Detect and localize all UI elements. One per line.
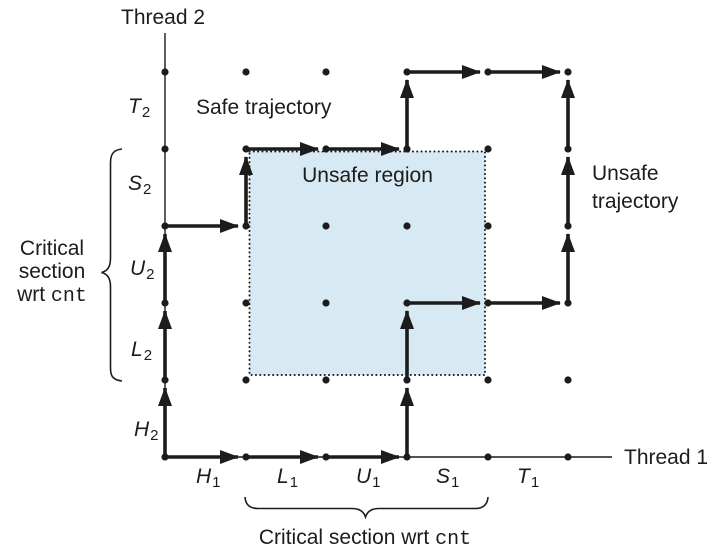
critical-left-line1: Critical [19, 237, 85, 260]
x-axis-title: Thread 1 [624, 446, 709, 469]
y-stage-label-h2: H2 [134, 418, 159, 444]
grid-dot [242, 376, 250, 384]
grid-dot [403, 145, 411, 153]
grid-dot [322, 376, 330, 384]
grid-dot [242, 453, 250, 461]
y-stage-label-s2: S2 [128, 172, 152, 198]
grid-dot [161, 145, 169, 153]
x-stage-label-t1: T1 [517, 465, 540, 491]
grid-dot [322, 68, 330, 76]
y-stage-label-t2: T2 [128, 95, 151, 121]
grid-dot [242, 222, 250, 230]
grid-dot [242, 68, 250, 76]
grid-dot [161, 68, 169, 76]
grid-dot [242, 299, 250, 307]
grid-dot [564, 222, 572, 230]
critical-bottom-text: Critical section wrt [258, 526, 436, 549]
critical-left-line2: section [18, 260, 86, 283]
safe-trajectory-label: Safe trajectory [196, 96, 332, 119]
y-stage-label-u2: U2 [130, 257, 155, 283]
x-stage-label-s1: S1 [436, 465, 460, 491]
unsafe-region-label: Unsafe region [302, 164, 433, 187]
grid-dot [322, 299, 330, 307]
grid-dot [322, 453, 330, 461]
grid-dot [484, 222, 492, 230]
grid-dot [161, 299, 169, 307]
y-stage-label-l2: L2 [131, 338, 153, 364]
left-critical-section-brace [101, 148, 123, 382]
unsafe-region-border [248, 150, 486, 376]
grid-dot [161, 376, 169, 384]
grid-dot [564, 299, 572, 307]
grid-dot [564, 453, 572, 461]
x-stage-label-u1: U1 [356, 465, 381, 491]
grid-dot [484, 453, 492, 461]
critical-section-left-caption: Critical section wrt cnt [9, 237, 95, 308]
grid-dot [403, 299, 411, 307]
cnt-code-bottom: cnt [435, 528, 472, 551]
grid-dot [484, 68, 492, 76]
grid-dot [403, 222, 411, 230]
bottom-critical-section-brace [244, 496, 489, 520]
x-stage-label-l1: L1 [277, 465, 299, 491]
grid-dot [403, 68, 411, 76]
grid-dot [564, 68, 572, 76]
cnt-code-left: cnt [50, 285, 87, 308]
grid-dot [403, 376, 411, 384]
grid-dot [403, 453, 411, 461]
x-stage-label-h1: H1 [196, 465, 221, 491]
grid-dot [484, 145, 492, 153]
unsafe-trajectory-label: Unsafe trajectory [592, 162, 679, 213]
grid-dot [242, 145, 250, 153]
critical-section-bottom-caption: Critical section wrt cnt [235, 526, 495, 552]
grid-dot [322, 222, 330, 230]
critical-left-line3: wrt [17, 283, 51, 306]
grid-dot [564, 376, 572, 384]
grid-dot [564, 145, 572, 153]
grid-dot [161, 222, 169, 230]
grid-dot [484, 299, 492, 307]
grid-dot [322, 145, 330, 153]
grid-dot [484, 376, 492, 384]
grid-dot [161, 453, 169, 461]
y-axis-title: Thread 2 [121, 6, 206, 29]
unsafe-region [249, 151, 485, 375]
